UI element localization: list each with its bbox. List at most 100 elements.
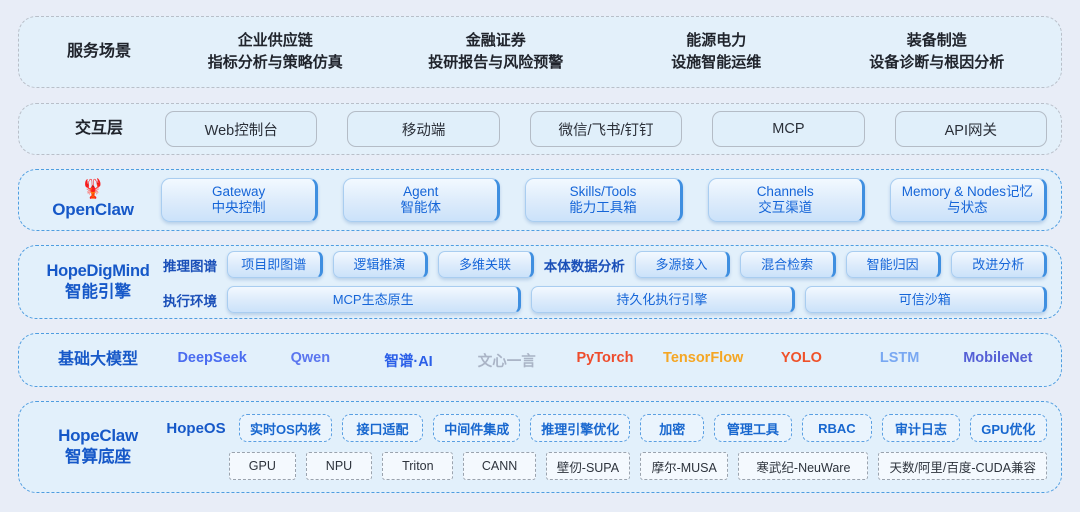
scenario-item[interactable]: 企业供应链 指标分析与策略仿真: [165, 30, 386, 74]
row-hopeclaw: HopeClaw 智算底座 HopeOS 实时OS内核 接口适配 中间件集成 推…: [18, 401, 1062, 493]
model-deepseek[interactable]: DeepSeek: [177, 349, 247, 366]
scenario-subtitle: 设施智能运维: [671, 54, 762, 71]
pill-cn: 能力工具箱: [569, 200, 637, 215]
pill-en: Skills/Tools: [569, 183, 637, 199]
digmind-pill-trusted-sandbox[interactable]: 可信沙箱: [804, 286, 1047, 313]
cap-pill-middleware-integration[interactable]: 中间件集成: [433, 414, 521, 442]
hw-pill-biren-supa[interactable]: 壁仞-SUPA: [545, 452, 631, 480]
pill-en: Channels: [756, 183, 814, 199]
model-yolo[interactable]: YOLO: [780, 349, 822, 366]
scenario-subtitle: 投研报告与风险预警: [428, 54, 564, 71]
scenario-title: 金融证券: [465, 32, 526, 50]
base-model-cells: DeepSeek Qwen 智谱·AI 文心一言 PyTorch TensorF…: [163, 350, 1047, 371]
interaction-pill-mcp[interactable]: MCP: [712, 111, 865, 147]
cap-pill-interface-adaptation[interactable]: 接口适配: [341, 414, 424, 442]
sublabel-ontology-analysis: 本体数据分析: [543, 258, 625, 274]
digmind-pill-persistent-engine[interactable]: 持久化执行引擎: [531, 286, 795, 313]
scenario-cells: 企业供应链 指标分析与策略仿真 金融证券 投研报告与风险预警 能源电力 设施智能…: [165, 30, 1047, 74]
cap-pill-encryption[interactable]: 加密: [640, 414, 705, 442]
model-tensorflow[interactable]: TensorFlow: [663, 349, 744, 366]
scenario-title: 企业供应链: [237, 32, 313, 50]
openclaw-pill-channels[interactable]: Channels 交互渠道: [707, 178, 865, 222]
hw-pill-moore-musa[interactable]: 摩尔-MUSA: [640, 452, 729, 480]
openclaw-name: OpenClaw: [52, 200, 134, 219]
cap-pill-rbac[interactable]: RBAC: [801, 414, 873, 442]
openclaw-pill-agent[interactable]: Agent 智能体: [343, 178, 501, 222]
row-label-base-models: 基础大模型: [57, 351, 138, 368]
pill-cn: 交互渠道: [758, 200, 813, 215]
cap-pill-gpu-optimization[interactable]: GPU优化: [969, 414, 1047, 442]
row-hopedigmind: HopeDigMind 智能引擎 推理图谱 项目即图谱 逻辑推演 多维关联 本体…: [18, 245, 1062, 319]
hopeclaw-name-cn: 智算底座: [65, 448, 131, 467]
model-wenxin[interactable]: 文心一言: [477, 353, 536, 370]
digmind-pill-multidim-relation[interactable]: 多维关联: [438, 251, 534, 278]
pill-en: Memory & Nodes记忆: [901, 183, 1034, 199]
digmind-pill-logic-deduction[interactable]: 逻辑推演: [332, 251, 429, 278]
hopedigmind-name-en: HopeDigMind: [46, 261, 150, 280]
row-openclaw: 🦞 OpenClaw Gateway 中央控制 Agent 智能体 Skills…: [18, 169, 1062, 231]
pill-en: Agent: [403, 183, 439, 199]
cap-pill-management-tools[interactable]: 管理工具: [714, 414, 792, 442]
row-service-scenarios: 服务场景 企业供应链 指标分析与策略仿真 金融证券 投研报告与风险预警 能源电力…: [18, 16, 1062, 88]
digmind-pill-hybrid-retrieval[interactable]: 混合检索: [740, 251, 836, 278]
hw-pill-cann[interactable]: CANN: [463, 452, 536, 480]
digmind-pill-mcp-native[interactable]: MCP生态原生: [227, 286, 522, 313]
openclaw-brand: 🦞 OpenClaw: [33, 180, 153, 220]
cap-pill-inference-engine-opt[interactable]: 推理引擎优化: [530, 414, 631, 442]
hopeclaw-stack: HopeOS 实时OS内核 接口适配 中间件集成 推理引擎优化 加密 管理工具 …: [163, 414, 1047, 480]
hopedigmind-brand: HopeDigMind 智能引擎: [33, 261, 163, 304]
digmind-pill-project-graph[interactable]: 项目即图谱: [227, 251, 323, 278]
hw-pill-triton[interactable]: Triton: [382, 452, 454, 480]
hw-pill-cambricon-neuware[interactable]: 寒武纪-NeuWare: [738, 452, 869, 480]
hopeclaw-capability-row: HopeOS 实时OS内核 接口适配 中间件集成 推理引擎优化 加密 管理工具 …: [163, 414, 1047, 442]
model-lstm[interactable]: LSTM: [879, 349, 920, 366]
cap-pill-audit-log[interactable]: 审计日志: [882, 414, 960, 442]
scenario-title: 能源电力: [686, 32, 747, 50]
model-qwen[interactable]: Qwen: [290, 349, 331, 366]
hw-pill-gpu[interactable]: GPU: [229, 452, 296, 480]
model-mobilenet[interactable]: MobileNet: [963, 349, 1033, 366]
scenario-subtitle: 设备诊断与根因分析: [869, 54, 1005, 71]
digmind-pill-multisource-access[interactable]: 多源接入: [634, 251, 731, 278]
digmind-pill-improvement-analysis[interactable]: 改进分析: [951, 251, 1048, 278]
hw-pill-cuda-compatible[interactable]: 天数/阿里/百度-CUDA兼容: [878, 452, 1047, 480]
digmind-pill-smart-attribution[interactable]: 智能归因: [845, 251, 942, 278]
scenario-title: 装备制造: [906, 32, 967, 50]
interaction-pill-web-console[interactable]: Web控制台: [165, 111, 318, 147]
interaction-cells: Web控制台 移动端 微信/飞书/钉钉 MCP API网关: [165, 111, 1048, 147]
lobster-icon: 🦞: [81, 179, 105, 200]
pill-en: Gateway: [211, 183, 266, 199]
hopedigmind-name-cn: 智能引擎: [65, 283, 131, 301]
hopedigmind-top-row: 推理图谱 项目即图谱 逻辑推演 多维关联 本体数据分析 多源接入 混合检索 智能…: [163, 251, 1048, 278]
openclaw-cells: Gateway 中央控制 Agent 智能体 Skills/Tools 能力工具…: [153, 178, 1048, 222]
model-zhipu-ai[interactable]: 智谱·AI: [384, 353, 433, 370]
pill-cn: 中央控制: [211, 200, 266, 215]
row-interaction-layer: 交互层 Web控制台 移动端 微信/飞书/钉钉 MCP API网关: [18, 103, 1062, 155]
interaction-pill-mobile[interactable]: 移动端: [347, 111, 500, 147]
interaction-pill-im[interactable]: 微信/飞书/钉钉: [529, 111, 683, 147]
sublabel-reasoning-graph: 推理图谱: [163, 258, 217, 274]
hopedigmind-stack: 推理图谱 项目即图谱 逻辑推演 多维关联 本体数据分析 多源接入 混合检索 智能…: [163, 251, 1048, 313]
hopeclaw-hardware-row: GPU NPU Triton CANN 壁仞-SUPA 摩尔-MUSA 寒武纪-…: [163, 452, 1047, 480]
openclaw-pill-memory-nodes[interactable]: Memory & Nodes记忆 与状态: [889, 178, 1048, 222]
hw-pill-npu[interactable]: NPU: [305, 452, 373, 480]
cap-pill-realtime-os-kernel[interactable]: 实时OS内核: [239, 414, 332, 442]
row-label-service-scenarios: 服务场景: [66, 43, 131, 60]
sublabel-exec-environment: 执行环境: [163, 293, 217, 309]
scenario-item[interactable]: 能源电力 设施智能运维: [606, 30, 827, 74]
row-label-interaction-layer: 交互层: [74, 120, 123, 137]
hopedigmind-bottom-row: 执行环境 MCP生态原生 持久化执行引擎 可信沙箱: [163, 286, 1047, 313]
scenario-item[interactable]: 装备制造 设备诊断与根因分析: [827, 30, 1048, 74]
hopeclaw-name-en: HopeClaw: [58, 426, 138, 446]
hopeclaw-brand: HopeClaw 智算底座: [33, 425, 163, 469]
pill-cn: 与状态: [947, 200, 988, 215]
openclaw-pill-gateway[interactable]: Gateway 中央控制: [161, 178, 319, 222]
openclaw-pill-skills-tools[interactable]: Skills/Tools 能力工具箱: [525, 178, 683, 222]
hopeos-label: HopeOS: [166, 419, 226, 437]
row-base-models: 基础大模型 DeepSeek Qwen 智谱·AI 文心一言 PyTorch T…: [18, 333, 1062, 387]
scenario-item[interactable]: 金融证券 投研报告与风险预警: [386, 30, 607, 74]
model-pytorch[interactable]: PyTorch: [576, 349, 634, 366]
pill-cn: 智能体: [400, 200, 442, 215]
interaction-pill-api-gateway[interactable]: API网关: [894, 111, 1048, 147]
